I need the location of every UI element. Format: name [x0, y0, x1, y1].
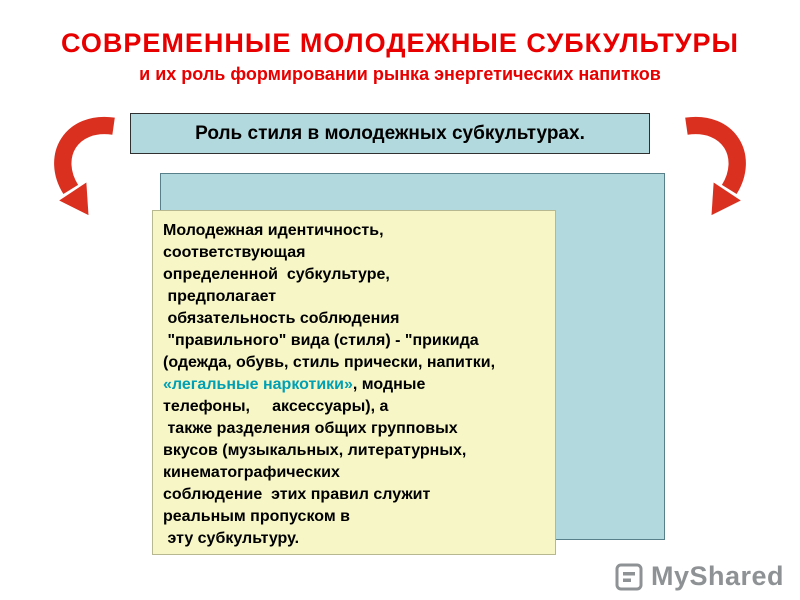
curved-arrow-left-icon [54, 116, 115, 216]
slide-subtitle: и их роль формировании рынка энергетичес… [139, 64, 661, 84]
body-text-box: Молодежная идентичность, соответствующая… [152, 210, 556, 555]
body-text-before: Молодежная идентичность, соответствующая… [163, 222, 496, 371]
body-text-highlight: «легальные наркотики» [163, 376, 353, 393]
slide-title: СОВРЕМЕННЫЕ МОЛОДЕЖНЫЕ СУБКУЛЬТУРЫ [61, 28, 739, 58]
curved-arrow-right-icon [685, 116, 746, 216]
header-box-label: Роль стиля в молодежных субкультурах. [195, 122, 585, 144]
body-text-after: , модные телефоны, аксессуары), а также … [163, 376, 467, 547]
myshared-logo-icon [615, 563, 643, 590]
myshared-watermark[interactable]: MyShared [614, 561, 784, 592]
header-box: Роль стиля в молодежных субкультурах. [130, 113, 650, 154]
myshared-logo-text: MyShared [650, 561, 784, 591]
